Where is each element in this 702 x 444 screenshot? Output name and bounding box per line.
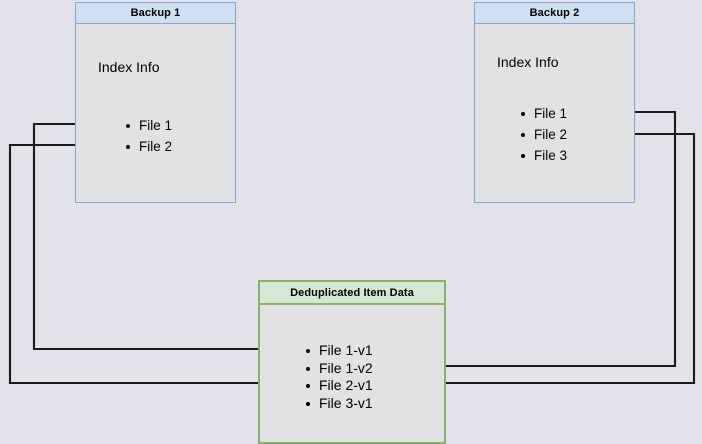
list-item: File 1-v2 [304,360,373,378]
connector-backup2-file2-to-file2v1 [399,132,696,388]
backup-1-file-list: File 1 File 2 [124,115,172,157]
deduplicated-item-data-header: Deduplicated Item Data [260,282,444,305]
backup-1-header: Backup 1 [76,3,235,24]
deduplicated-item-data-title: Deduplicated Item Data [290,286,414,299]
list-item: File 3-v1 [304,395,373,413]
deduplicated-item-data-box[interactable]: Deduplicated Item Data File 1-v1 File 1-… [258,280,446,444]
connector-backup2-file1-to-file1v2 [399,110,677,371]
list-item: File 1 [519,103,567,124]
list-item: File 2-v1 [304,377,373,395]
list-item: File 1 [124,115,172,136]
backup-2-box[interactable]: Backup 2 Index Info File 1 File 2 File 3 [474,2,635,203]
backup-2-title: Backup 2 [529,7,580,19]
backup-1-index-info-label: Index Info [98,59,160,75]
list-item: File 2 [124,136,172,157]
connector-backup1-file2-to-file2v1 [8,143,293,388]
backup-1-title: Backup 1 [130,7,181,19]
list-item: File 3 [519,145,567,166]
backup-2-header: Backup 2 [475,3,634,24]
list-item: File 1-v1 [304,342,373,360]
backup-2-file-list: File 1 File 2 File 3 [519,103,567,166]
backup-2-index-info-label: Index Info [497,54,559,70]
deduplicated-file-list: File 1-v1 File 1-v2 File 2-v1 File 3-v1 [304,342,373,412]
backup-1-box[interactable]: Backup 1 Index Info File 1 File 2 [75,2,236,203]
list-item: File 2 [519,124,567,145]
